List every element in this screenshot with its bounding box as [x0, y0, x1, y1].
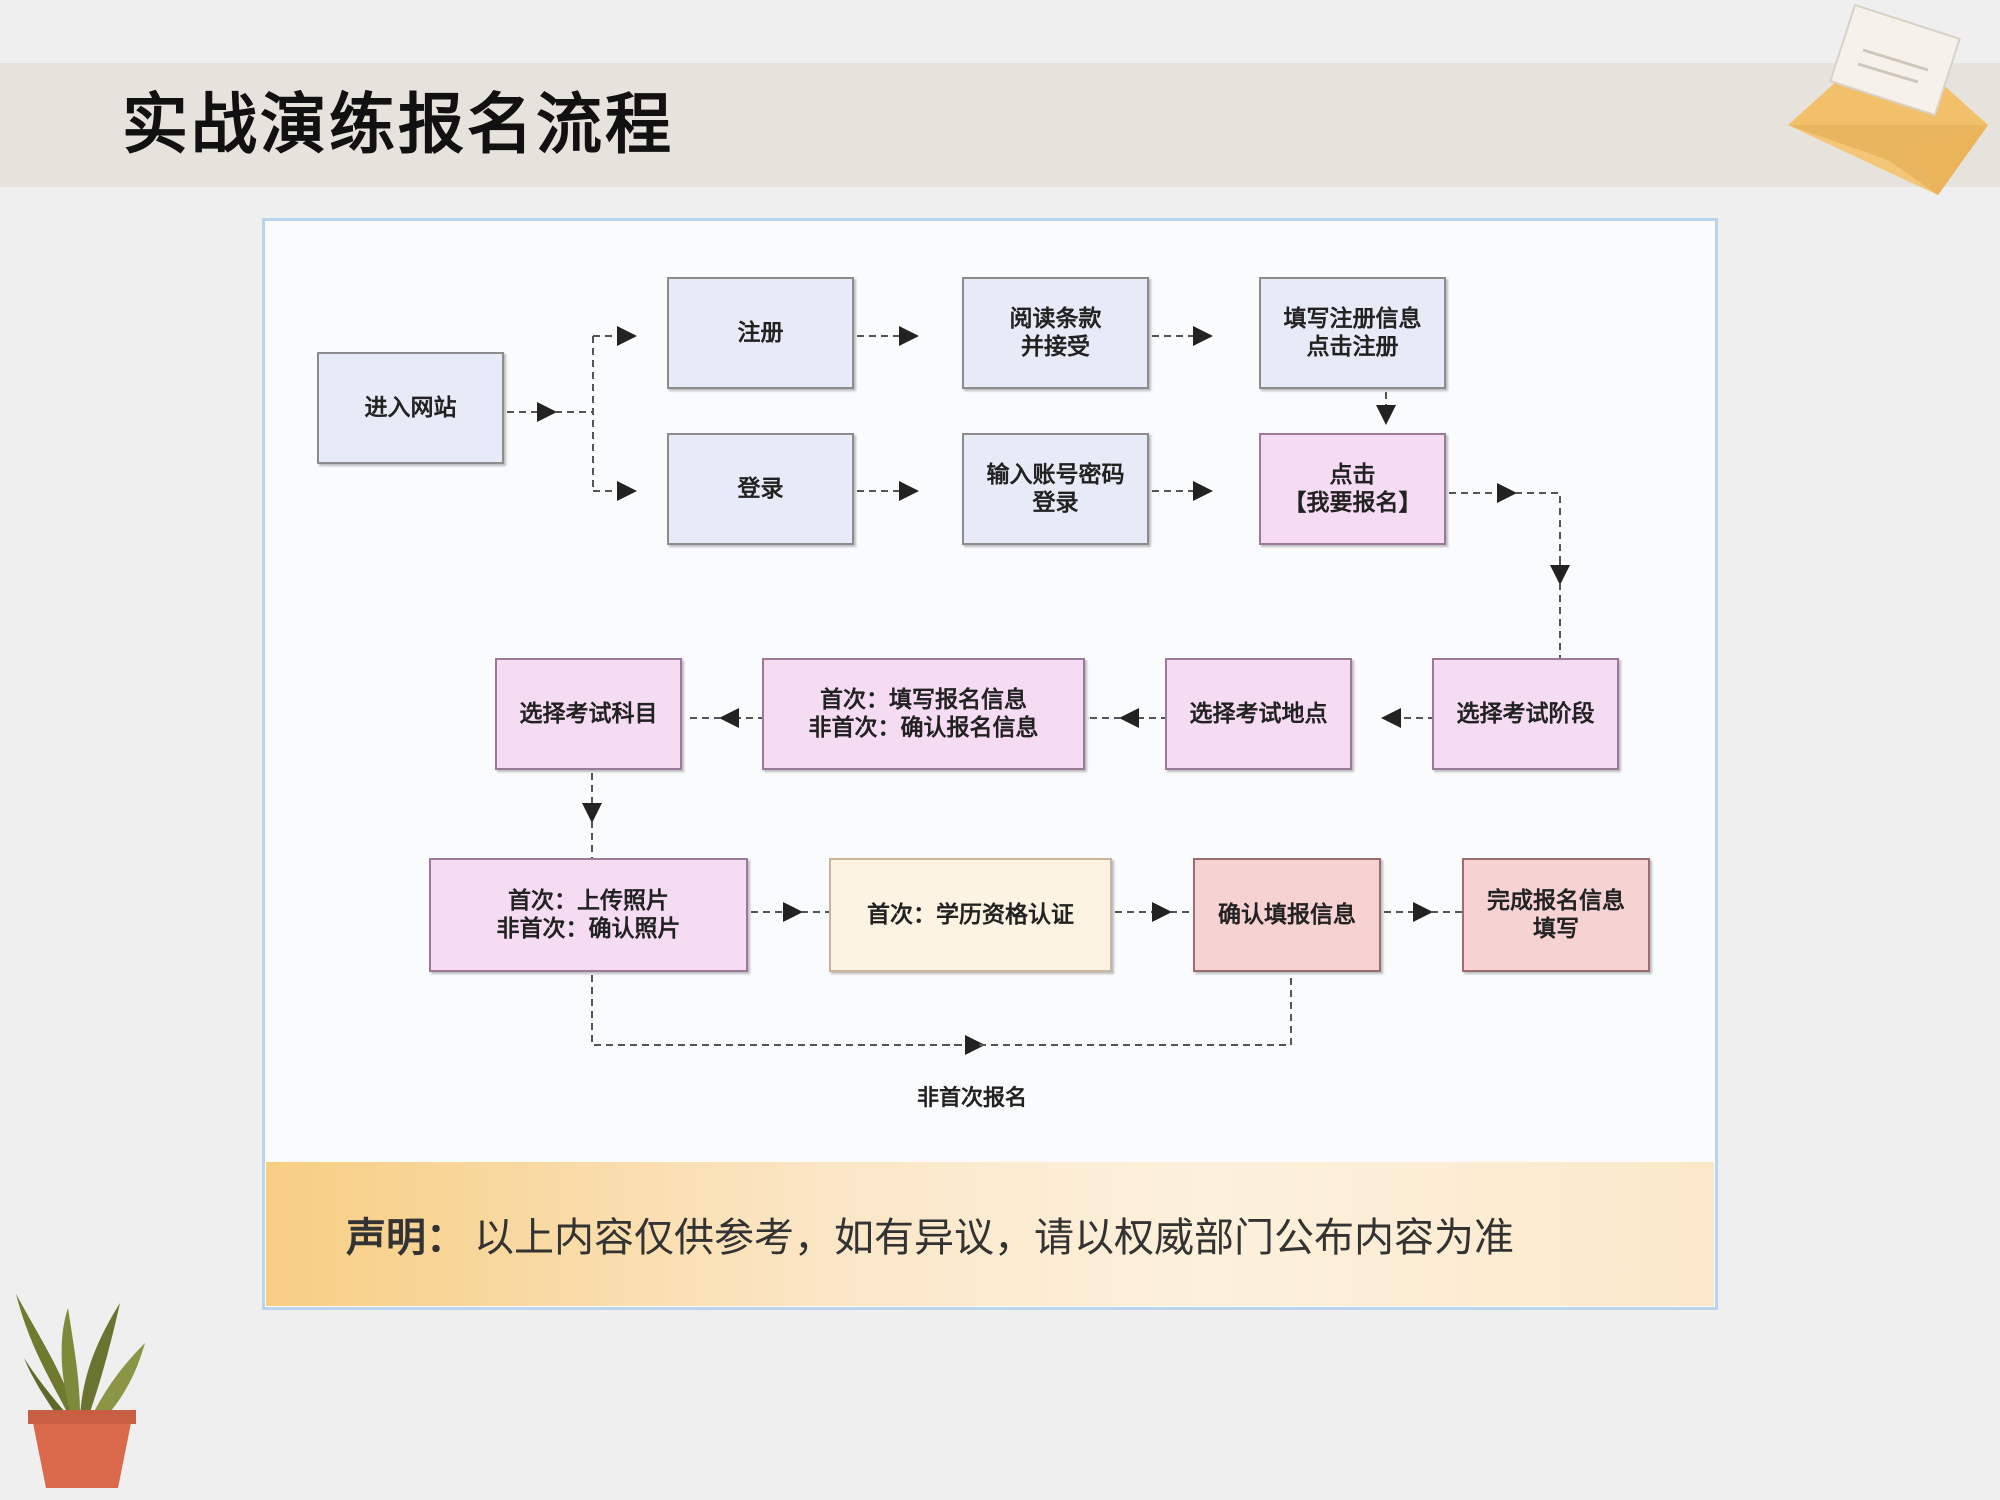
node-click-apply: 点击 【我要报名】: [1259, 433, 1446, 545]
potted-plant-icon: [16, 1294, 145, 1488]
node-select-stage-label: 选择考试阶段: [1456, 701, 1595, 727]
node-fill-info-line1: 首次：填写报名信息: [820, 687, 1027, 713]
node-login-label: 登录: [737, 476, 784, 502]
node-complete-line1: 完成报名信息: [1487, 888, 1625, 914]
node-read-terms-line2: 并接受: [1021, 334, 1090, 360]
node-complete: 完成报名信息 填写: [1462, 858, 1650, 972]
node-select-subject: 选择考试科目: [495, 658, 682, 770]
envelope-icon: [1788, 3, 1988, 195]
node-login: 登录: [667, 433, 854, 545]
non-first-time-branch-label: 非首次报名: [916, 1086, 1027, 1111]
node-read-terms: 阅读条款 并接受: [962, 277, 1149, 389]
connector-lines: [507, 326, 1570, 1055]
node-fill-info-line2: 非首次：确认报名信息: [808, 715, 1039, 741]
disclaimer-label: 声明：: [346, 1215, 466, 1261]
node-confirm-info-label: 确认填报信息: [1218, 902, 1356, 928]
node-register-label: 注册: [737, 320, 784, 346]
node-read-terms-line1: 阅读条款: [1009, 306, 1102, 332]
node-upload-photo-line2: 非首次：确认照片: [496, 916, 681, 942]
node-education-verify: 首次：学历资格认证: [829, 858, 1112, 972]
node-complete-line2: 填写: [1533, 916, 1579, 942]
node-select-subject-label: 选择考试科目: [519, 701, 658, 727]
node-select-location: 选择考试地点: [1165, 658, 1352, 770]
node-register: 注册: [667, 277, 854, 389]
page-title: 实战演练报名流程: [122, 86, 674, 163]
node-fill-info: 首次：填写报名信息 非首次：确认报名信息: [762, 658, 1085, 770]
node-education-verify-label: 首次：学历资格认证: [867, 902, 1074, 928]
node-click-apply-line1: 点击: [1329, 462, 1376, 488]
node-input-account: 输入账号密码 登录: [962, 433, 1149, 545]
title-band: [0, 63, 2000, 187]
node-select-stage: 选择考试阶段: [1432, 658, 1619, 770]
node-enter-site-label: 进入网站: [364, 395, 457, 421]
node-click-apply-line2: 【我要报名】: [1283, 490, 1422, 516]
disclaimer-banner: 声明： 以上内容仅供参考，如有异议，请以权威部门公布内容为准: [266, 1162, 1714, 1306]
node-input-account-line2: 登录: [1032, 490, 1079, 516]
node-fill-register-line1: 填写注册信息: [1283, 306, 1422, 332]
disclaimer-text: 以上内容仅供参考，如有异议，请以权威部门公布内容为准: [474, 1215, 1514, 1261]
node-fill-register: 填写注册信息 点击注册: [1259, 277, 1446, 389]
node-upload-photo-line1: 首次：上传照片: [508, 888, 669, 914]
node-fill-register-line2: 点击注册: [1306, 334, 1399, 360]
node-confirm-info: 确认填报信息: [1193, 858, 1381, 972]
node-upload-photo: 首次：上传照片 非首次：确认照片: [429, 858, 748, 972]
node-select-location-label: 选择考试地点: [1189, 701, 1328, 727]
node-enter-site: 进入网站: [317, 352, 504, 464]
node-input-account-line1: 输入账号密码: [986, 462, 1125, 488]
